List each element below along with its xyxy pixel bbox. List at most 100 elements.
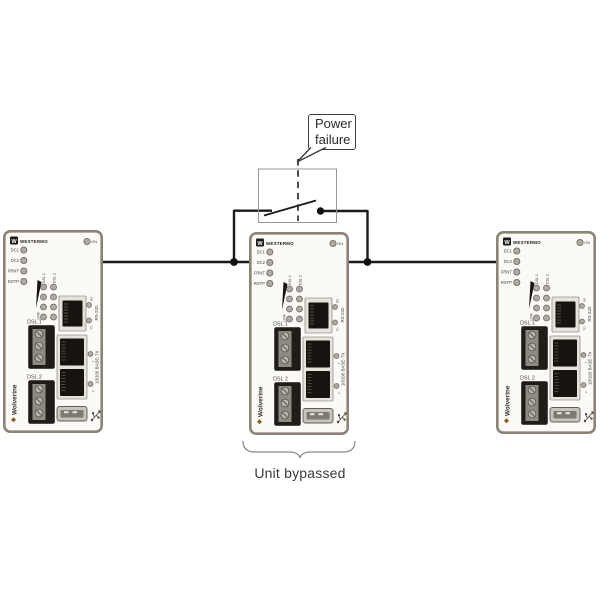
- rs232-label: RS-232: [340, 307, 345, 322]
- on-led-label: ON: [584, 241, 590, 245]
- status-led-rstp-label: RSTP: [501, 280, 512, 285]
- eth-led-2: [87, 381, 94, 387]
- status-led-dc2: [266, 258, 274, 266]
- eth-led-1: [87, 351, 94, 357]
- westermo-logo-icon: [503, 237, 511, 246]
- rd-led: [332, 304, 338, 310]
- status-led-frnt-label: FRNT: [501, 270, 513, 275]
- dsl1-terminal-block: [521, 326, 548, 370]
- status-led-frnt: [20, 267, 28, 275]
- td-led-label: TD: [89, 325, 93, 330]
- westermo-logo-mark: W: [11, 239, 17, 245]
- model-name-label: Wolverine: [505, 385, 512, 416]
- status-led-dc2: [20, 256, 28, 264]
- rs232-label: RS-232: [94, 305, 99, 320]
- on-led: [576, 238, 584, 246]
- usb-icon: [336, 411, 348, 424]
- dsl1-port-label: DSL 1: [27, 320, 42, 326]
- model-name-label: Wolverine: [258, 386, 265, 417]
- ethernet-label: 10/100 BASE-TX: [588, 351, 593, 385]
- rd-led: [86, 302, 92, 308]
- ethernet-port-1: [60, 338, 84, 366]
- status-led-frnt-label: FRNT: [254, 271, 266, 276]
- eth-led-2-label: 2: [337, 392, 341, 394]
- rd-led: [579, 303, 585, 309]
- rd-led-label: RD: [582, 297, 586, 302]
- status-led-dc1-label: DC1: [257, 250, 266, 255]
- dsl-link-led-matrix: [40, 283, 57, 321]
- wolverine-logo-mark: [257, 419, 262, 425]
- rs232-port: [62, 300, 83, 327]
- on-led-label: ON: [337, 242, 343, 246]
- dsl2-terminal-block: [28, 380, 55, 424]
- unit-bypassed-label: Unit bypassed: [254, 465, 346, 481]
- usb-icon: [583, 410, 595, 423]
- status-led-frnt-label: FRNT: [8, 269, 20, 274]
- junction-dot-right: [363, 258, 372, 266]
- ethernet-port-2: [306, 371, 330, 398]
- td-led: [86, 317, 92, 324]
- junction-dot-left: [230, 258, 238, 266]
- eth-led-1-label: 1: [91, 360, 95, 362]
- dsl-link-led-matrix: [533, 284, 550, 322]
- callout-line1: Power: [315, 116, 352, 131]
- westermo-wordmark: WESTERMO: [513, 240, 541, 245]
- matrix-col2-label: DSL 2: [299, 275, 303, 285]
- dsl2-port-label: DSL 2: [273, 377, 288, 383]
- device-unit-right: W WESTERMO ON DC1 DC2 FRNT RSTP DSL 1 DS…: [496, 231, 596, 434]
- rs232-port: [555, 301, 576, 328]
- wolverine-logo-mark: [11, 417, 16, 423]
- wolverine-device: W WESTERMO ON DC1 DC2 FRNT RSTP DSL 1 DS…: [496, 231, 596, 434]
- eth-led-1-label: 1: [337, 362, 341, 364]
- dsl1-terminal-block: [28, 325, 55, 369]
- dsl2-port-label: DSL 2: [520, 376, 535, 382]
- dsl1-port-label: DSL 1: [520, 321, 535, 327]
- westermo-logo-icon: [10, 236, 18, 245]
- eth-led-2-label: 2: [91, 390, 95, 392]
- status-led-rstp-label: RSTP: [8, 279, 19, 284]
- matrix-col2-label: DSL 2: [53, 273, 57, 283]
- link-label: LINK: [37, 311, 41, 319]
- matrix-col1-label: DSL 1: [535, 274, 539, 284]
- dsl-link-led-matrix: [286, 285, 303, 323]
- matrix-col2-label: DSL 2: [546, 274, 550, 284]
- switch-contact-dot: [316, 207, 325, 215]
- matrix-col1-label: DSL 1: [288, 275, 292, 285]
- status-led-dc2-label: DC2: [504, 259, 513, 264]
- link-label: LINK: [530, 312, 534, 320]
- device-unit-left: W WESTERMO ON DC1 DC2 FRNT RSTP DSL 1 DS…: [3, 230, 103, 433]
- usb-port: [302, 408, 334, 424]
- wolverine-device: W WESTERMO ON DC1 DC2 FRNT RSTP DSL 1 DS…: [3, 230, 103, 433]
- matrix-col1-label: DSL 1: [42, 273, 46, 283]
- rd-led-label: RD: [335, 298, 339, 303]
- status-led-dc1-label: DC1: [504, 249, 513, 254]
- eth-led-2-label: 2: [584, 391, 588, 393]
- td-led: [332, 319, 338, 326]
- status-led-dc2-label: DC2: [11, 258, 20, 263]
- eth-led-2: [580, 382, 587, 388]
- status-led-dc1: [20, 246, 28, 254]
- ethernet-port-2: [60, 369, 84, 396]
- dsl2-port-label: DSL 2: [27, 375, 42, 381]
- status-led-rstp-label: RSTP: [254, 281, 265, 286]
- device-unit-middle: W WESTERMO ON DC1 DC2 FRNT RSTP DSL 1 DS…: [249, 232, 349, 435]
- dsl2-terminal-block: [521, 381, 548, 425]
- wolverine-device: W WESTERMO ON DC1 DC2 FRNT RSTP DSL 1 DS…: [249, 232, 349, 435]
- td-led-label: TD: [335, 327, 339, 332]
- westermo-logo-icon: [256, 238, 264, 247]
- status-led-frnt: [266, 269, 274, 277]
- status-led-rstp: [266, 280, 274, 288]
- on-led: [329, 239, 337, 247]
- bypass-brace: [242, 440, 356, 459]
- dsl2-terminal-block: [274, 382, 301, 426]
- ethernet-port-1: [553, 339, 577, 367]
- ethernet-port-2: [553, 370, 577, 397]
- rd-led-label: RD: [89, 296, 93, 301]
- rs232-label: RS-232: [587, 306, 592, 321]
- rs232-port: [308, 302, 329, 329]
- eth-led-1: [333, 353, 340, 359]
- eth-led-2: [333, 383, 340, 389]
- status-led-rstp: [513, 279, 521, 287]
- usb-icon: [90, 409, 102, 422]
